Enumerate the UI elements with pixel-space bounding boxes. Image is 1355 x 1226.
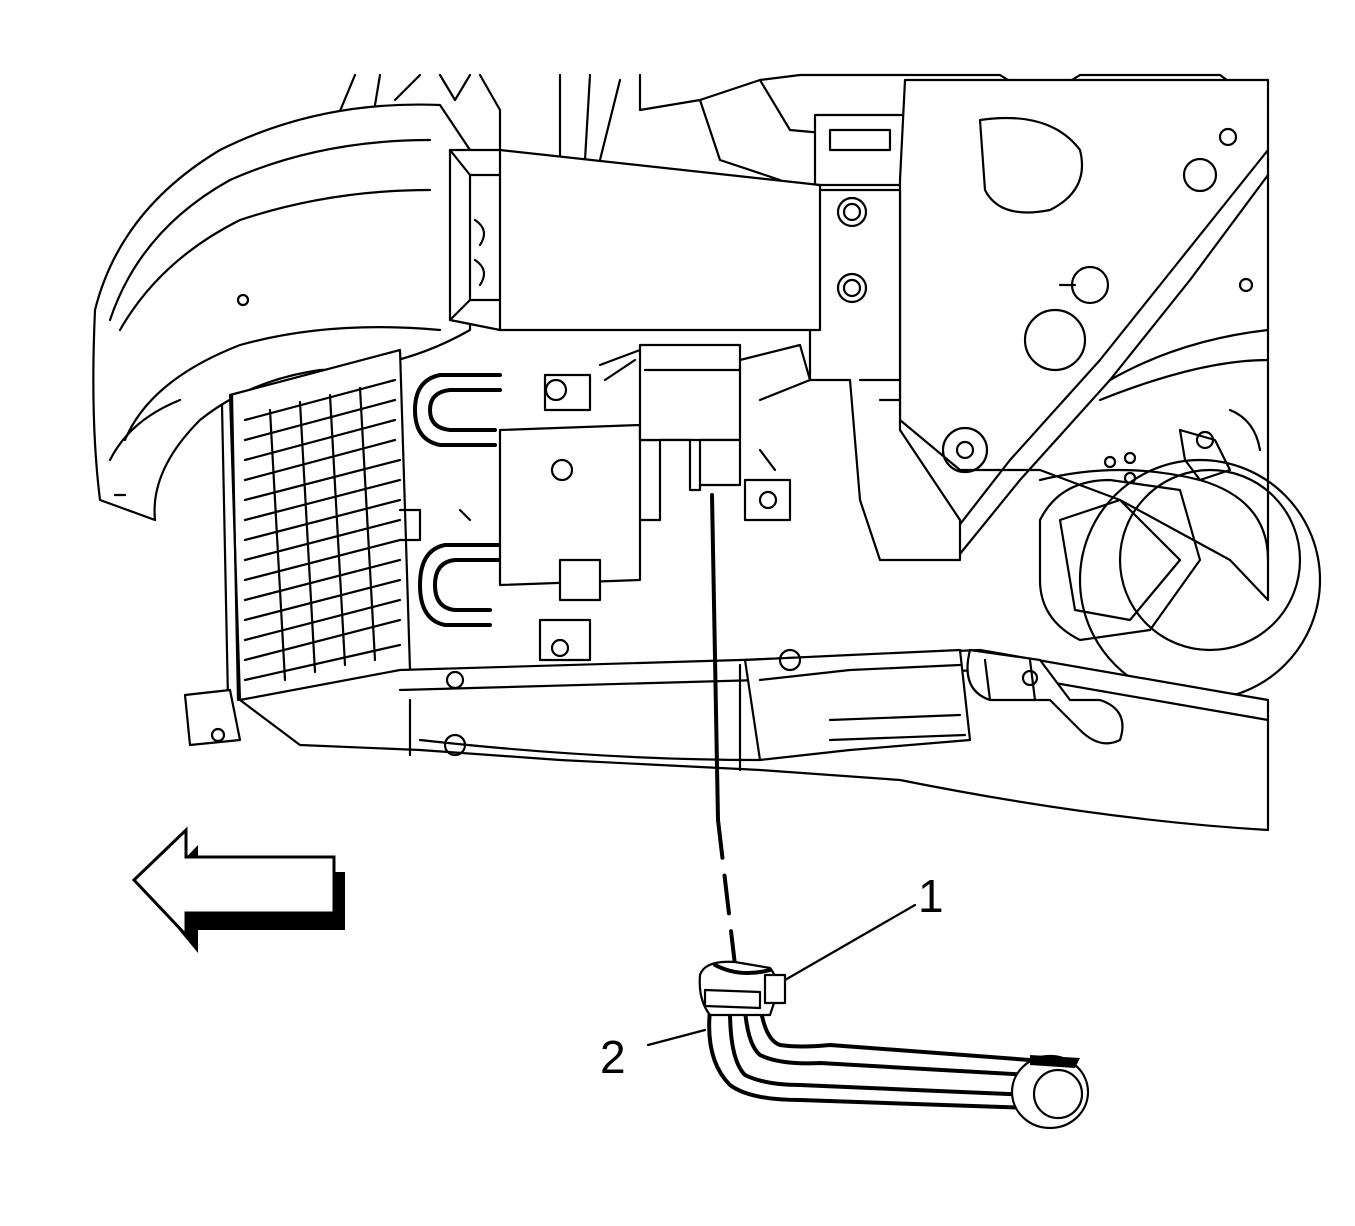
engine-bay-assembly xyxy=(92,73,1322,832)
leader-dash xyxy=(716,818,737,967)
arrow-left-icon xyxy=(131,826,345,953)
radiator-fins xyxy=(243,378,402,682)
callout-2-leader xyxy=(646,1028,707,1047)
leader-line xyxy=(710,493,720,822)
callout-1-label: 1 xyxy=(918,870,944,922)
callout-2-label: 2 xyxy=(600,1031,626,1083)
callout-1-leader xyxy=(783,903,917,982)
coolant-hose xyxy=(707,1003,1090,1130)
hose-clamp xyxy=(698,960,787,1017)
